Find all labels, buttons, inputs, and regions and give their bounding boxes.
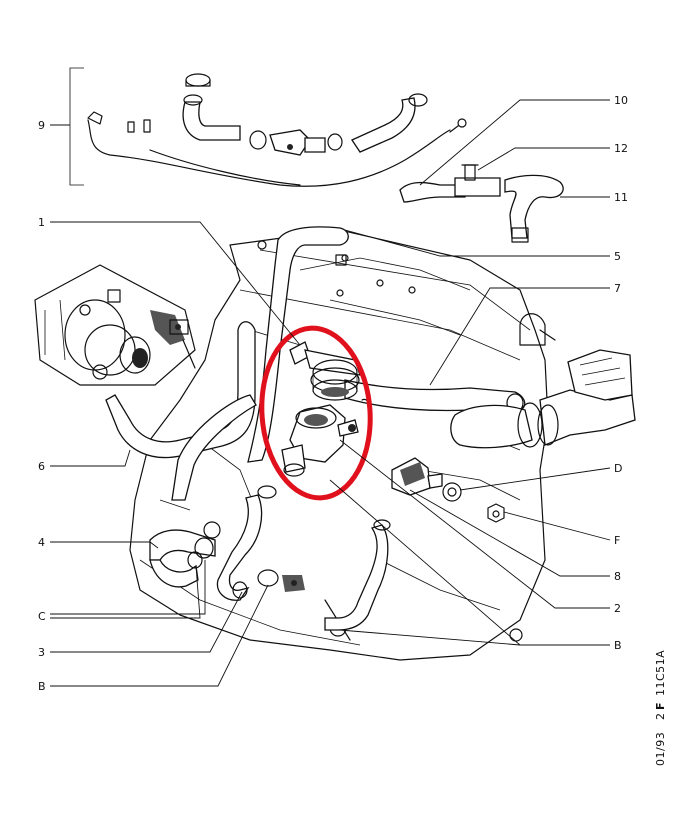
label-D: D [614,462,622,475]
breather-hose-assembly [399,164,564,243]
stamp-edition-prefix: 2 [654,712,667,721]
label-3: 3 [38,646,45,659]
label-B-left: B [38,680,46,693]
label-F: F [614,534,620,547]
label-9: 9 [38,119,45,132]
leader-lines [50,99,611,687]
label-1: 1 [38,216,45,229]
label-11: 11 [614,191,628,204]
highlight-ring [259,325,373,501]
hose-network [105,226,526,631]
callout-labels: 9 10 12 11 1 5 7 6 D F 4 8 2 C B 3 B [38,94,628,693]
air-duct-assembly [450,349,636,449]
label-C: C [38,610,46,623]
label-5: 5 [614,250,621,263]
label-12: 12 [614,142,628,155]
diverter-valve [281,349,370,477]
throttle-body [34,264,196,386]
temperature-sensor [391,457,505,523]
revision-stamp: 01/93 2 F 11C51A [650,650,680,770]
label-7: 7 [614,282,621,295]
stamp-edition-mark: F [654,701,667,710]
label-10: 10 [614,94,628,107]
hose-kit-group [50,67,467,187]
label-6: 6 [38,460,45,473]
label-8: 8 [614,570,621,583]
label-B-right: B [614,639,622,652]
label-4: 4 [38,536,45,549]
stamp-code: 11C51A [654,649,667,696]
label-2: 2 [614,602,621,615]
stamp-date: 01/93 [654,731,667,766]
